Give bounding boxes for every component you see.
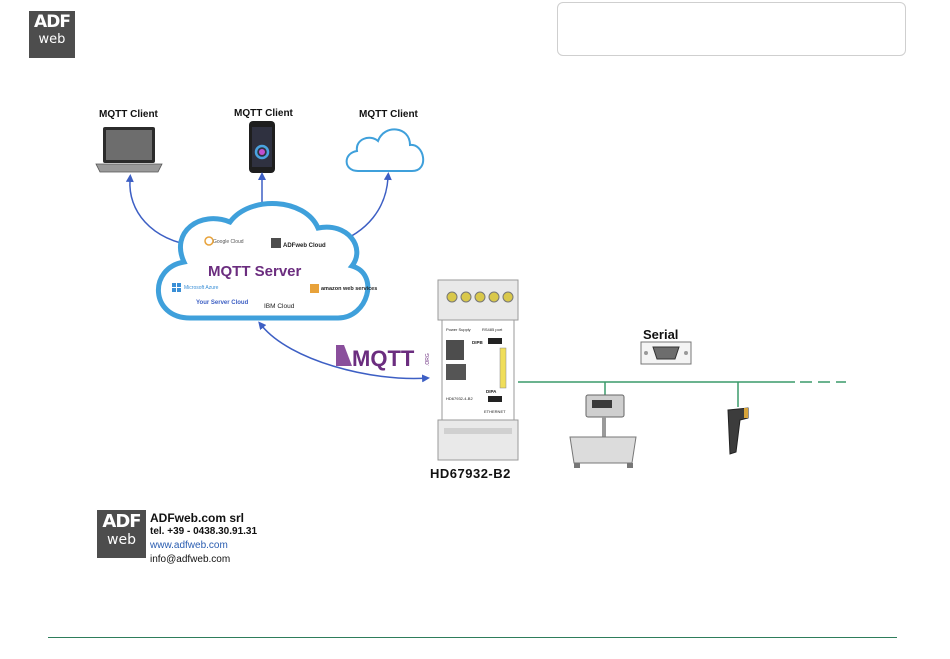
weighing-scale-icon	[569, 394, 637, 468]
laptop-icon	[95, 127, 163, 173]
device-dipb-label: DIPB	[472, 340, 484, 345]
company-name: ADFweb.com srl	[150, 511, 245, 525]
client-left-label: MQTT Client	[99, 109, 159, 120]
footer-logo-bottom: web	[107, 532, 136, 548]
company-info: ADFweb.com srl tel. +39 - 0438.30.91.31 …	[150, 511, 257, 567]
serial-connector-icon	[640, 341, 692, 365]
company-phone: tel. +39 - 0438.30.91.31	[150, 526, 258, 537]
footer-divider	[48, 637, 897, 638]
cloud-azure-label: Microsoft Azure	[184, 285, 219, 291]
server-title: MQTT Server	[208, 263, 302, 280]
client-middle-label: MQTT Client	[234, 108, 294, 119]
mqtt-org-logo: MQTT .ORG	[336, 345, 431, 371]
device-model-label: HD67932-B2	[430, 466, 511, 481]
cloud-ibm-label: IBM Cloud	[264, 303, 295, 310]
azure-logo: Microsoft Azure	[172, 283, 219, 292]
mqtt-server-cloud	[156, 201, 371, 321]
company-website-link[interactable]: www.adfweb.com	[150, 540, 228, 551]
device-rs485-label: RS485 port	[482, 327, 503, 332]
client-right-label: MQTT Client	[359, 109, 419, 120]
device-ethernet-label: ETHERNET	[484, 409, 506, 414]
barcode-scanner-icon	[727, 407, 749, 455]
logo-bottom-text: web	[38, 32, 66, 47]
adfweb-cloud-logo: ADFweb Cloud	[271, 238, 326, 249]
mqtt-brand-suffix: .ORG	[425, 353, 431, 366]
mqtt-brand-text: MQTT	[352, 346, 415, 371]
cloud-amazon-label: amazon web services	[321, 286, 377, 292]
serial-label: Serial	[643, 327, 679, 342]
company-email-link[interactable]: info@adfweb.com	[150, 554, 231, 565]
footer-logo-top: ADF	[102, 511, 141, 532]
cloud-your-server-label: Your Server Cloud	[196, 300, 249, 306]
header-box	[557, 2, 906, 56]
device-dipa-label: DIPA	[486, 389, 497, 394]
device-power-label: Power Supply	[446, 327, 471, 332]
arrow-server-device	[258, 321, 430, 383]
device-model-small: HD67932-4-B2	[446, 396, 473, 401]
smartphone-icon	[249, 121, 275, 173]
hd67932-device: Power Supply RS485 port DIPB DIPA HD6793…	[437, 279, 519, 461]
footer-adfweb-logo: ADF web	[97, 510, 146, 558]
adfweb-logo: ADF web	[29, 11, 75, 58]
amazon-logo: amazon web services	[310, 284, 377, 293]
cloud-adfweb-label: ADFweb Cloud	[283, 243, 326, 249]
cloud-icon	[345, 128, 424, 172]
cloud-google-label: Google Cloud	[213, 239, 244, 245]
logo-top-text: ADF	[34, 12, 71, 32]
